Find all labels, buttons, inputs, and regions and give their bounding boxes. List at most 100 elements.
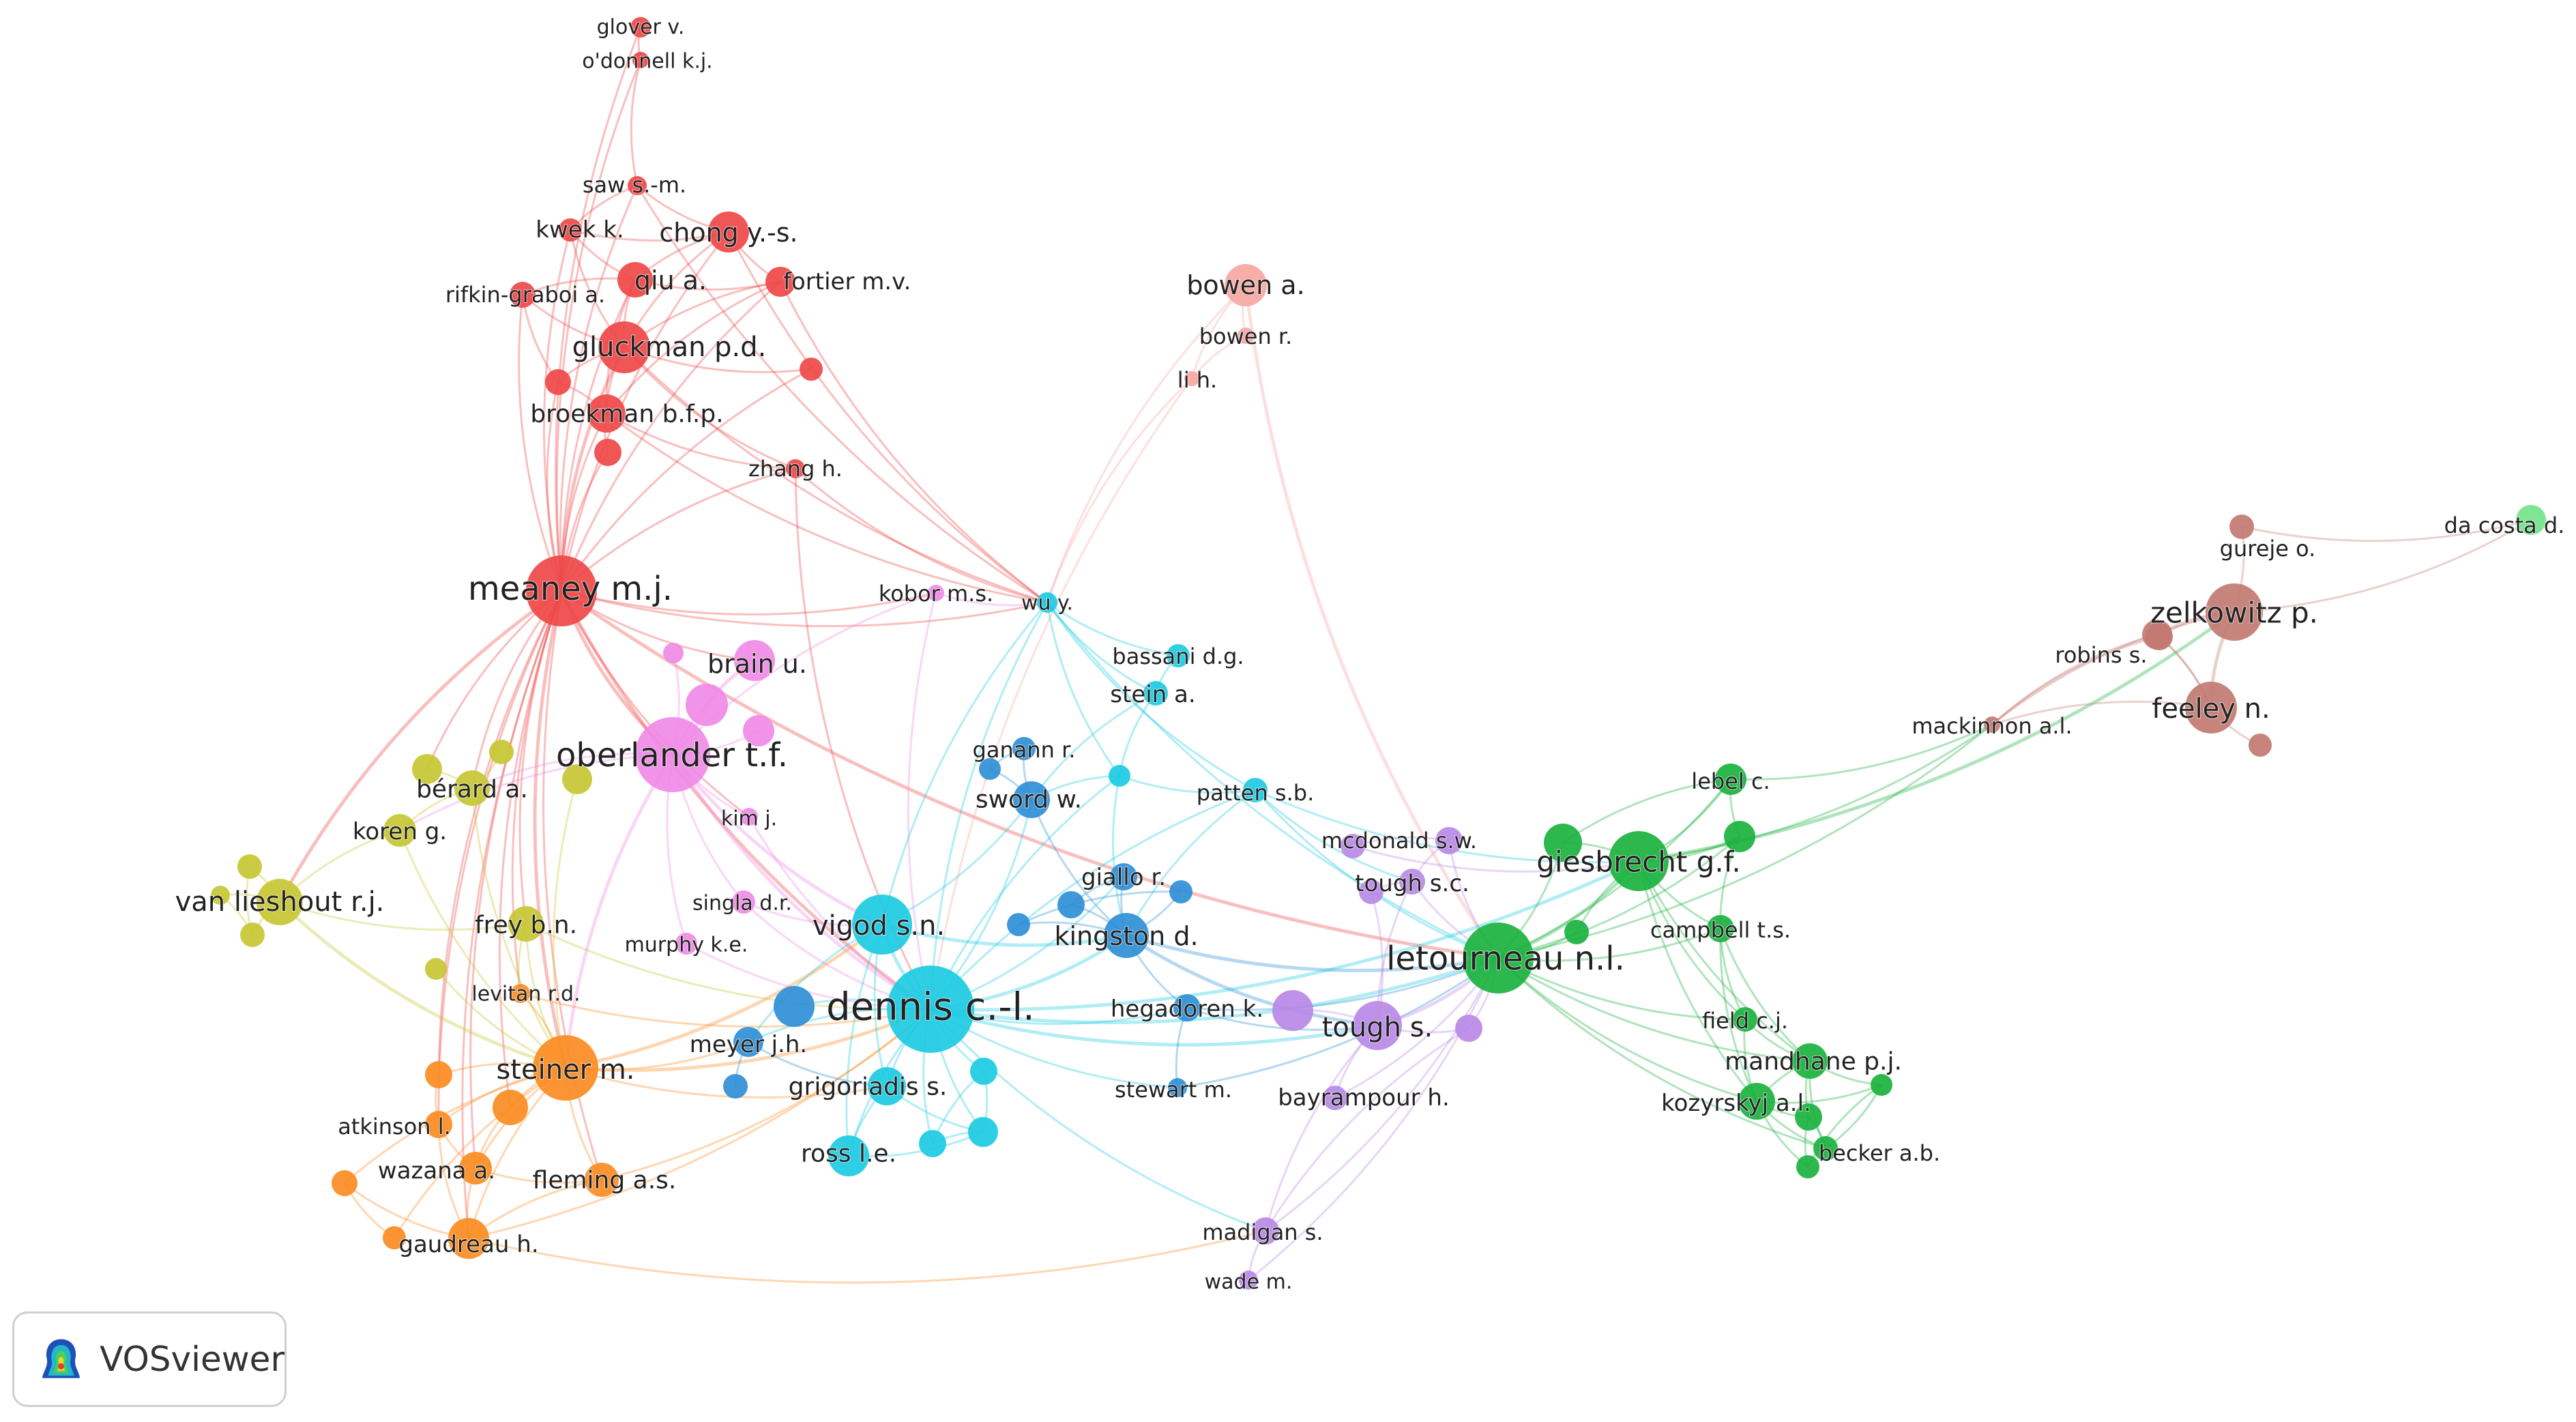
node-or_a[interactable] (425, 1061, 452, 1088)
node-label-fleming[interactable]: fleming a.s. (532, 1166, 677, 1195)
node-lebel[interactable] (1715, 764, 1746, 795)
node-mackinnon[interactable] (1984, 716, 2000, 733)
node-bl_d[interactable] (1057, 891, 1085, 918)
node-wuy[interactable] (1037, 592, 1057, 613)
node-saw[interactable] (628, 176, 647, 195)
node-label-vanlieshout[interactable]: van lieshout r.j. (175, 886, 385, 918)
node-br_b[interactable] (2249, 734, 2272, 757)
node-red_c[interactable] (594, 439, 621, 466)
node-broekman[interactable] (587, 394, 626, 433)
node-berard[interactable] (454, 770, 490, 806)
node-label-field[interactable]: field c.j. (1701, 1007, 1789, 1034)
node-label-frey[interactable]: frey b.n. (474, 911, 578, 940)
node-label-odonnell[interactable]: o'donnell k.j. (581, 49, 713, 74)
node-dacosta[interactable] (2516, 505, 2546, 535)
node-wadem[interactable] (1239, 1271, 1258, 1290)
node-label-steiner[interactable]: steiner m. (495, 1054, 635, 1086)
node-kozyrskyj[interactable] (1738, 1083, 1775, 1120)
node-becker[interactable] (1813, 1136, 1838, 1161)
node-cy_a[interactable] (1109, 765, 1130, 787)
node-gr_a[interactable] (1544, 824, 1582, 862)
node-stewart[interactable] (1168, 1078, 1187, 1097)
node-ganann[interactable] (1012, 737, 1036, 760)
node-label-glover[interactable]: glover v. (596, 15, 686, 40)
node-toughsc[interactable] (1399, 869, 1425, 895)
node-hegadoren[interactable] (1173, 994, 1201, 1021)
node-rifkin[interactable] (510, 282, 536, 308)
node-dennis[interactable] (887, 966, 974, 1053)
node-label-feeley[interactable]: feeley n. (2151, 693, 2270, 725)
node-odonnell[interactable] (632, 52, 649, 68)
node-kingston[interactable] (1104, 913, 1149, 958)
node-label-grigoriadis[interactable]: grigoriadis s. (788, 1073, 948, 1102)
node-meyer[interactable] (733, 1027, 763, 1057)
node-pink_b[interactable] (743, 715, 774, 746)
node-kwek[interactable] (559, 218, 582, 242)
node-label-brain[interactable]: brain u. (707, 648, 808, 680)
node-label-gluckman[interactable]: gluckman p.d. (572, 331, 767, 364)
node-label-mcdonald[interactable]: mcdonald s.w. (1321, 827, 1478, 854)
node-campbell[interactable] (1707, 915, 1734, 942)
node-feeley[interactable] (2185, 682, 2237, 734)
node-steina[interactable] (1143, 681, 1168, 706)
node-gr_d[interactable] (1871, 1074, 1892, 1096)
node-zhang[interactable] (786, 459, 805, 478)
node-label-lih[interactable]: li h. (1177, 366, 1218, 394)
node-label-dacosta[interactable]: da costa d. (2444, 512, 2566, 539)
node-bayrampour[interactable] (1323, 1086, 1347, 1110)
node-madigan[interactable] (1252, 1217, 1279, 1245)
node-gr_e[interactable] (1795, 1103, 1822, 1131)
node-lih[interactable] (1184, 371, 1199, 386)
node-label-giallo[interactable]: giallo r. (1081, 863, 1167, 892)
node-pu_b[interactable] (1359, 880, 1384, 904)
node-kimj[interactable] (740, 808, 758, 826)
node-bowenr[interactable] (1238, 328, 1254, 344)
node-chong[interactable] (708, 212, 749, 252)
node-bowena[interactable] (1225, 264, 1267, 306)
node-bl_b[interactable] (723, 1074, 748, 1099)
node-yel_d[interactable] (240, 923, 265, 947)
node-label-saw[interactable]: saw s.-m. (582, 171, 687, 199)
node-pink_c[interactable] (663, 643, 684, 663)
node-label-campbell[interactable]: campbell t.s. (1650, 916, 1791, 944)
node-patten[interactable] (1243, 778, 1268, 802)
node-steiner[interactable] (533, 1035, 598, 1101)
node-cy_b[interactable] (968, 1117, 998, 1147)
node-label-rifkin[interactable]: rifkin-graboi a. (445, 281, 606, 308)
node-label-gaudreau[interactable]: gaudreau h. (398, 1230, 539, 1259)
node-sword[interactable] (1013, 781, 1050, 818)
node-label-koren[interactable]: koren g. (352, 817, 448, 846)
node-label-madigan[interactable]: madigan s. (1201, 1219, 1323, 1246)
node-label-atkinson[interactable]: atkinson l. (337, 1113, 452, 1140)
node-label-wadem[interactable]: wade m. (1204, 1270, 1293, 1295)
node-label-wuy[interactable]: wu y. (1021, 591, 1074, 616)
node-giallo[interactable] (1110, 863, 1137, 890)
node-cy_d[interactable] (919, 1130, 946, 1157)
node-bl_e[interactable] (1169, 880, 1192, 903)
node-gr_b[interactable] (1724, 821, 1755, 852)
node-yel_f[interactable] (562, 764, 592, 794)
node-or_c[interactable] (332, 1170, 357, 1196)
node-label-gureje[interactable]: gureje o. (2219, 535, 2317, 562)
node-glover[interactable] (630, 17, 651, 38)
node-vanlieshout[interactable] (257, 879, 303, 925)
node-label-hegadoren[interactable]: hegadoren k. (1110, 995, 1264, 1024)
node-br_a[interactable] (2142, 620, 2172, 650)
node-label-ganann[interactable]: ganann r. (972, 736, 1077, 764)
node-label-zelkowitz[interactable]: zelkowitz p. (2150, 596, 2319, 630)
node-oberlander[interactable] (635, 717, 710, 792)
node-field[interactable] (1733, 1007, 1757, 1032)
node-label-wazana[interactable]: wazana a. (377, 1157, 496, 1185)
node-label-berard[interactable]: bérard a. (415, 775, 529, 804)
node-label-zhang[interactable]: zhang h. (748, 455, 843, 482)
node-label-kozyrskyj[interactable]: kozyrskyj a.l. (1660, 1089, 1812, 1118)
node-bassani[interactable] (1167, 644, 1190, 667)
node-label-kobor[interactable]: kobor m.s. (878, 580, 994, 607)
node-label-bassani[interactable]: bassani d.g. (1111, 643, 1244, 670)
node-label-sword[interactable]: sword w. (975, 785, 1083, 815)
node-label-qiu[interactable]: qiu a. (634, 265, 707, 296)
node-label-stewart[interactable]: stewart m. (1114, 1076, 1233, 1103)
node-label-vigod[interactable]: vigod s.n. (812, 910, 946, 942)
node-koren[interactable] (383, 814, 416, 847)
node-label-patten[interactable]: patten s.b. (1196, 779, 1315, 807)
